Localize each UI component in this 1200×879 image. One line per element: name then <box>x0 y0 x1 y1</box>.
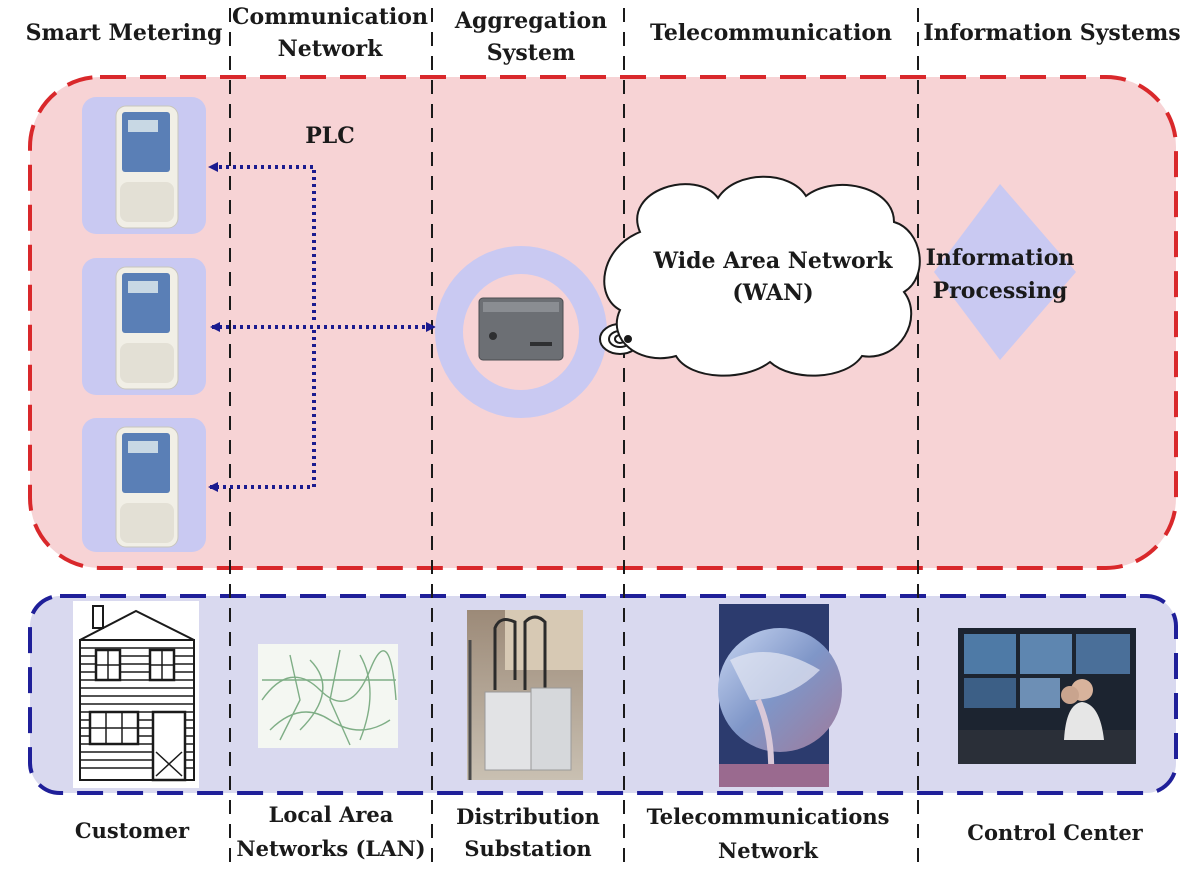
header-communication-network-line2: Network <box>278 36 383 62</box>
wan-label-line1: Wide Area Network <box>652 248 893 274</box>
telecom-network-label-line1: Telecommunications <box>647 804 890 829</box>
lan-map-image <box>258 644 398 748</box>
smart-meter-3 <box>82 418 206 552</box>
control-center-image <box>958 628 1136 764</box>
customer-label: Customer <box>75 818 190 843</box>
wan-cloud-icon <box>599 175 921 377</box>
header-communication-network-line1: Communication <box>232 4 428 30</box>
distribution-label-line2: Substation <box>464 836 591 861</box>
aggregator-node <box>435 246 607 418</box>
plc-arrow-meter-1 <box>208 162 316 320</box>
meter-group <box>82 97 206 552</box>
information-processing-diamond <box>934 184 1076 360</box>
wan-label-line2: (WAN) <box>732 280 813 306</box>
telecommunications-globe-image <box>718 604 842 788</box>
plc-arrow-meter-3 <box>208 330 316 492</box>
plc-connections <box>208 162 436 492</box>
header-aggregation-system-line2: System <box>487 40 576 66</box>
lan-label-line1: Local Area <box>269 802 394 827</box>
customer-house-image <box>73 601 199 788</box>
smart-meter-1 <box>82 97 206 234</box>
header-aggregation-system-line1: Aggregation <box>454 8 607 34</box>
header-telecommunication: Telecommunication <box>650 20 892 46</box>
header-smart-metering: Smart Metering <box>26 20 223 46</box>
lan-label-line2: Networks (LAN) <box>236 836 425 861</box>
plc-label: PLC <box>305 123 355 149</box>
information-processing-label-line1: Information <box>926 245 1075 271</box>
information-processing-label-line2: Processing <box>933 278 1068 304</box>
telecom-network-label-line2: Network <box>718 838 818 863</box>
header-information-systems: Information Systems <box>923 20 1180 46</box>
distribution-substation-image <box>467 610 583 780</box>
distribution-label-line1: Distribution <box>456 804 600 829</box>
smart-meter-2 <box>82 258 206 395</box>
control-center-label: Control Center <box>967 820 1143 845</box>
